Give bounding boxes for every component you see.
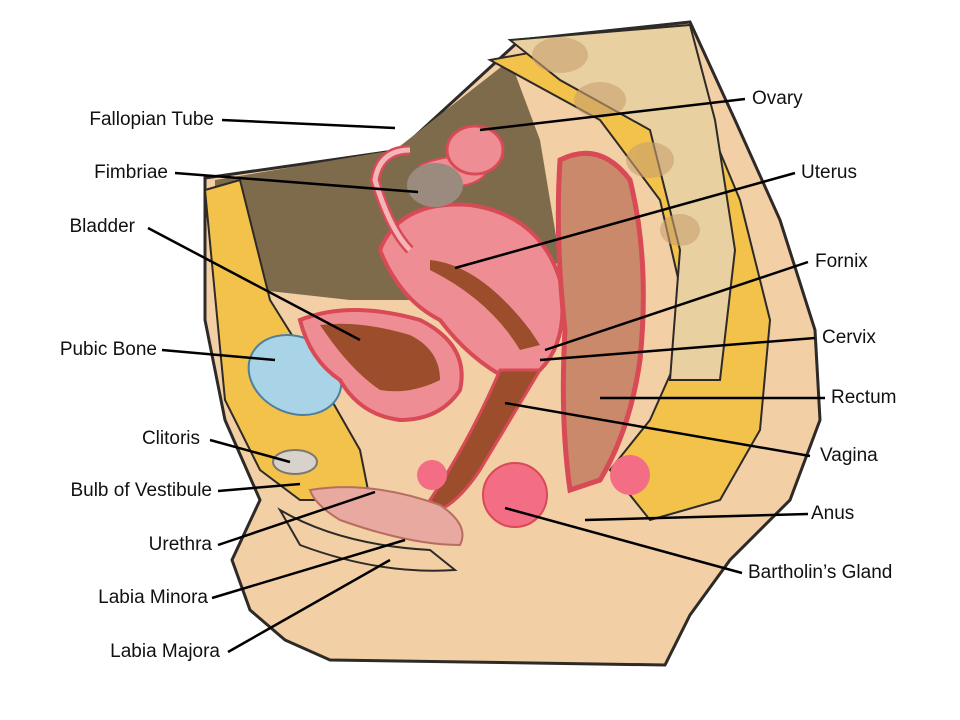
label-ovary: Ovary — [752, 88, 803, 109]
leader-anus — [584, 512, 809, 522]
leader-clitoris — [209, 438, 291, 464]
leader-cervix — [539, 336, 816, 362]
leader-pubic-bone — [161, 348, 276, 362]
leader-fimbriae — [174, 171, 419, 194]
label-rectum: Rectum — [831, 387, 897, 408]
uterine-cavity — [430, 260, 540, 350]
label-anus: Anus — [811, 503, 855, 524]
label-fornix: Fornix — [815, 251, 868, 272]
leader-urethra — [217, 490, 376, 547]
label-bartholins-gland: Bartholin’s Gland — [748, 562, 893, 583]
ovary — [445, 124, 505, 176]
label-fimbriae: Fimbriae — [94, 162, 168, 183]
label-labia-majora: Labia Majora — [110, 641, 220, 662]
label-pubic-bone: Pubic Bone — [59, 339, 157, 360]
rectum — [555, 150, 646, 494]
leader-bulb-of-vestibule — [217, 482, 301, 493]
clitoris-shape — [272, 449, 318, 475]
label-bladder: Bladder — [69, 216, 136, 237]
vestibular-gland — [417, 460, 447, 490]
label-uterus: Uterus — [801, 162, 857, 183]
leader-ovary — [479, 97, 746, 132]
rectal-gland — [610, 455, 650, 495]
leader-bladder — [147, 226, 361, 342]
label-fallopian-tube: Fallopian Tube — [89, 109, 214, 130]
label-cervix: Cervix — [822, 327, 876, 348]
leader-bartholins-gland — [504, 506, 743, 575]
leader-labia-minora — [211, 538, 406, 600]
label-clitoris: Clitoris — [141, 428, 200, 449]
leader-fallopian-tube — [221, 118, 396, 130]
leader-uterus — [454, 171, 796, 270]
label-bulb-of-vestibule: Bulb of Vestibule — [70, 480, 212, 501]
leader-labia-majora — [227, 558, 391, 654]
label-labia-minora: Labia Minora — [98, 587, 208, 608]
leader-vagina — [504, 401, 811, 458]
label-urethra: Urethra — [148, 534, 212, 555]
bartholins-gland-shape — [482, 462, 548, 528]
label-vagina: Vagina — [820, 445, 878, 466]
leader-fornix — [544, 260, 809, 352]
bladder-lumen — [320, 323, 440, 392]
